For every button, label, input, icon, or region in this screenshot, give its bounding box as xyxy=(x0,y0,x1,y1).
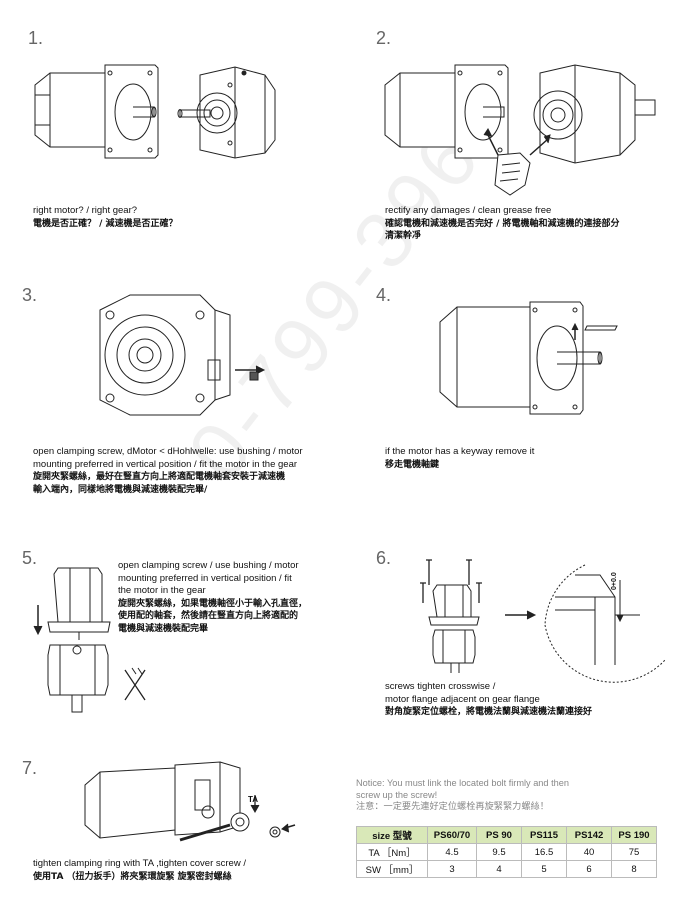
table-cell: SW ［mm］ xyxy=(356,860,428,878)
table-header: PS115 xyxy=(521,826,567,844)
table-cell: 9.5 xyxy=(476,843,522,861)
table-header: PS60/70 xyxy=(427,826,477,844)
step-3-caption-en-1: open clamping screw, dMotor < dHohlwelle… xyxy=(33,446,303,457)
step-3-number: 3. xyxy=(22,285,38,305)
table-cell: 6 xyxy=(566,860,612,878)
step-2-caption-zh-2: 清潔幹凈 xyxy=(385,231,422,241)
step-4-caption-zh: 移走電機軸鍵 xyxy=(385,459,440,470)
table-cell: 4 xyxy=(476,860,522,878)
step-3-caption-en-2: mounting preferred in vertical position … xyxy=(33,458,298,470)
step-2-caption-en: rectify any damages / clean grease free xyxy=(385,205,552,216)
step-1-caption: right motor? / right gear? 電機是否正確？ / 減速機… xyxy=(33,205,178,230)
step-3-illustration xyxy=(99,294,266,416)
table-cell: TA ［Nm］ xyxy=(356,843,428,861)
table-row: SW ［mm］ 3 4 5 6 8 xyxy=(356,860,657,878)
step-4-caption: if the motor has a keyway remove it 移走電機… xyxy=(385,446,534,471)
table-cell: 40 xyxy=(566,843,612,861)
step-7-caption-en: tighten clamping ring with TA ,tighten c… xyxy=(33,858,246,869)
table-row: TA ［Nm］ 4.5 9.5 16.5 40 75 xyxy=(356,843,657,861)
step-6-caption: screws tighten crosswise / motor flange … xyxy=(385,681,592,719)
table-header: size 型號 xyxy=(356,826,428,844)
step-6-dimension-label: 0+0.0 xyxy=(611,572,618,590)
step-5-caption-zh-2: 使用配的軸套，然後請在豎直方向上將適配的 xyxy=(118,611,299,621)
step-5-number: 5. xyxy=(22,548,38,568)
table-cell: 16.5 xyxy=(521,843,567,861)
step-1-illustration xyxy=(34,64,276,159)
step-5-caption-zh-1: 旋開夾緊螺絲，如果電機軸徑小于輸入孔直徑， xyxy=(118,598,308,609)
step-7-illustration xyxy=(84,761,296,842)
notice-en-2: screw up the screw! xyxy=(356,789,438,800)
step-3-caption: open clamping screw, dMotor < dHohlwelle… xyxy=(33,446,303,496)
step-3-caption-zh-1: 旋開夾緊螺絲，最好在豎直方向上將適配電機軸套安裝于減速機 xyxy=(33,472,286,482)
step-7-caption-zh: 使用TA （扭力扳手）將夾緊環旋緊 旋緊密封螺絲 xyxy=(33,871,232,882)
table-cell: 4.5 xyxy=(427,843,477,861)
step-7-number: 7. xyxy=(22,758,38,778)
step-1-number: 1. xyxy=(28,28,44,48)
step-5-illustration xyxy=(33,567,146,713)
notice-en-1: Notice: You must link the located bolt f… xyxy=(356,778,569,788)
table-header: PS142 xyxy=(566,826,612,844)
step-2-caption-zh-1: 確認電機和減速機是否完好 / 將電機軸和減速機的連接部分 xyxy=(385,218,620,229)
step-2-caption: rectify any damages / clean grease free … xyxy=(385,205,620,243)
table-header: PS 90 xyxy=(476,826,522,844)
step-4-illustration xyxy=(439,301,618,415)
notice-block: Notice: You must link the located bolt f… xyxy=(356,778,569,813)
step-7-caption: tighten clamping ring with TA ,tighten c… xyxy=(33,858,246,883)
step-7-torque-label: TA xyxy=(248,795,259,804)
step-4-caption-en: if the motor has a keyway remove it xyxy=(385,446,535,457)
step-6-number: 6. xyxy=(376,548,392,568)
torque-table: size 型號 PS60/70 PS 90 PS115 PS142 PS 190… xyxy=(356,826,657,878)
step-1-caption-en: right motor? / right gear? xyxy=(33,205,138,216)
step-2-illustration xyxy=(384,64,656,196)
table-cell: 8 xyxy=(611,860,657,878)
step-5-caption-en-3: the motor in the gear xyxy=(118,585,206,596)
step-3-caption-zh-2: 輸入端內，同樣地將電機與減速機裝配完畢/ xyxy=(33,484,208,495)
step-6-caption-en-2: motor flange adjacent on gear flange xyxy=(385,693,540,705)
step-4-number: 4. xyxy=(376,285,392,305)
notice-zh: 注意：一定要先連好定位螺栓再旋緊緊力螺絲！ xyxy=(356,801,549,811)
table-cell: 5 xyxy=(521,860,567,878)
table-header-row: size 型號 PS60/70 PS 90 PS115 PS142 PS 190 xyxy=(356,826,657,844)
step-1-caption-zh: 電機是否正確？ / 減速機是否正確？ xyxy=(33,218,178,229)
step-5-caption-en-2: mounting preferred in vertical position … xyxy=(118,572,292,584)
table-cell: 75 xyxy=(611,843,657,861)
table-cell: 3 xyxy=(427,860,477,878)
step-6-illustration xyxy=(420,559,666,683)
table-header: PS 190 xyxy=(611,826,657,844)
step-5-caption: open clamping screw / use bushing / moto… xyxy=(118,560,307,635)
step-5-caption-zh-3: 電機與減速機裝配完畢 xyxy=(118,623,209,634)
step-5-caption-en-1: open clamping screw / use bushing / moto… xyxy=(118,560,299,571)
step-6-caption-zh: 對角旋緊定位螺栓，將電機法蘭與減速機法蘭連接好 xyxy=(385,707,593,717)
step-2-number: 2. xyxy=(376,28,392,48)
step-6-caption-en-1: screws tighten crosswise / xyxy=(385,681,496,692)
